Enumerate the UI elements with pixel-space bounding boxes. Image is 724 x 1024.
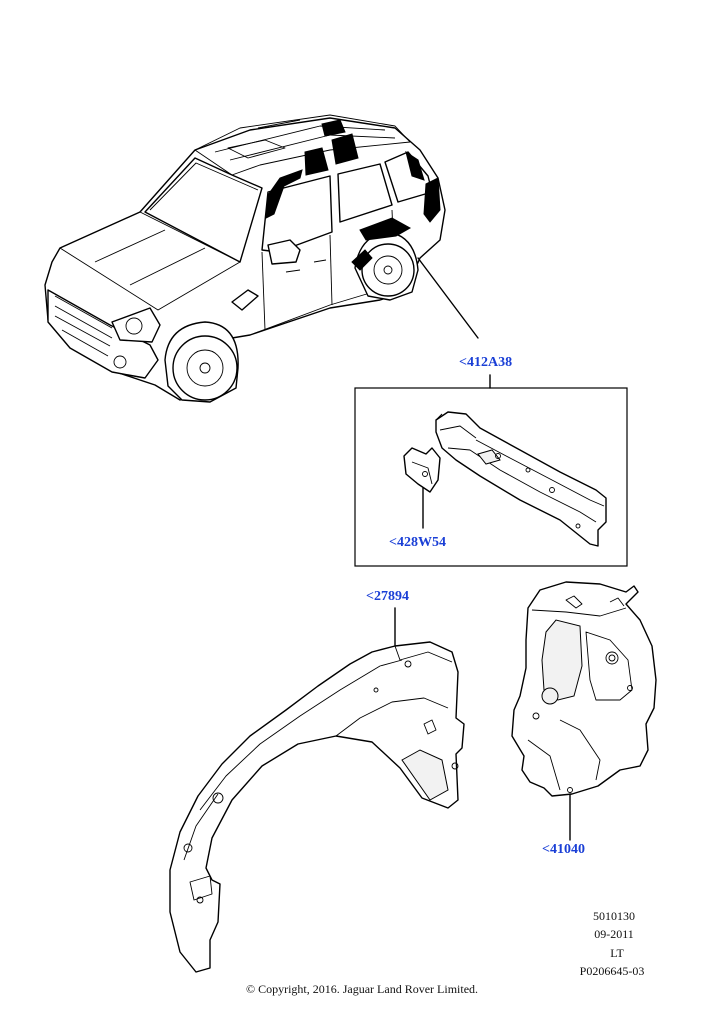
- rail-assembly: [435, 411, 607, 547]
- ref-market: LT: [610, 946, 624, 960]
- detail-box: [354, 387, 628, 567]
- ref-code-2: P0206645-03: [579, 964, 645, 978]
- ref-code-1: 5010130: [593, 909, 635, 923]
- ref-date: 09-2011: [594, 927, 634, 941]
- callout-27894[interactable]: <27894: [366, 589, 409, 604]
- inner-wheelhouse: [511, 581, 657, 797]
- callout-41040[interactable]: <41040: [542, 842, 585, 857]
- callout-412a38[interactable]: <412A38: [459, 355, 513, 370]
- callout-428w54[interactable]: <428W54: [389, 535, 446, 550]
- copyright-notice: © Copyright, 2016. Jaguar Land Rover Lim…: [245, 982, 479, 996]
- bracket-part: [403, 447, 441, 493]
- outer-wheelhouse: [169, 641, 465, 973]
- vehicle-illustration: [44, 114, 446, 403]
- leader-vehicle: [417, 257, 479, 339]
